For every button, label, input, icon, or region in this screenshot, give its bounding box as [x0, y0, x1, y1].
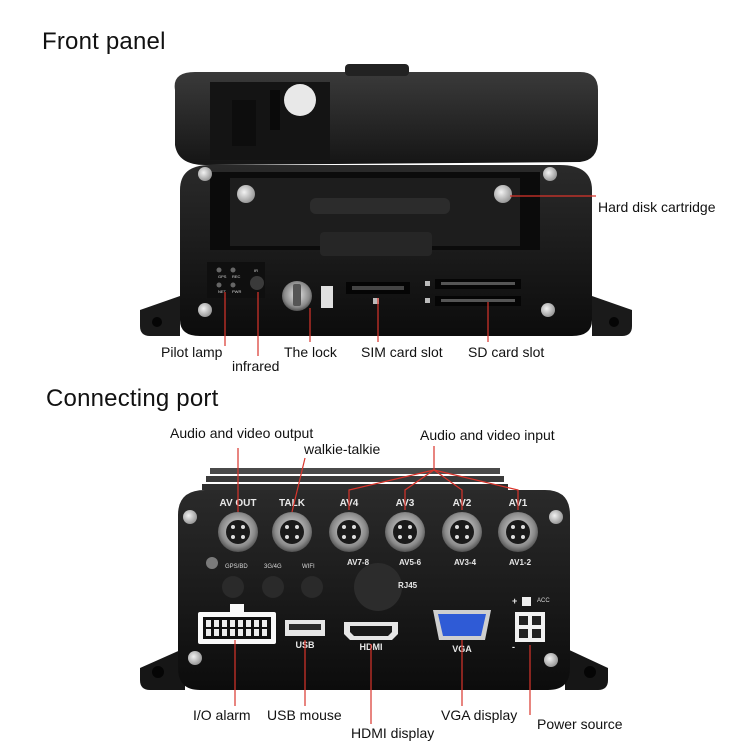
connecting-port-title: Connecting port	[46, 385, 219, 412]
av2-connector[interactable]	[442, 512, 482, 552]
av1-connector[interactable]	[498, 512, 538, 552]
label-minus: -	[512, 642, 515, 652]
label-av56: AV5-6	[399, 558, 422, 567]
label-wifi: WIFI	[302, 564, 315, 570]
callout-hard-disk: Hard disk cartridge	[598, 199, 716, 215]
label-gps-bd: GPS/BD	[225, 564, 248, 570]
ir-label: IR	[254, 268, 258, 273]
callout-hdmi-display: HDMI display	[351, 725, 435, 741]
callout-av-output: Audio and video output	[170, 425, 314, 441]
front-callout-lines	[224, 195, 596, 356]
rear-panel-device: AV OUT TALK AV4 AV3 AV2 AV1 AV7-8 AV5-6 …	[140, 468, 608, 690]
led-label-gps: GPS	[218, 274, 227, 279]
label-plus: +	[512, 596, 517, 606]
callout-sim-slot: SIM card slot	[361, 344, 443, 360]
talk-connector[interactable]	[272, 512, 312, 552]
front-panel-device: GPS REC NET PWR IR	[140, 64, 632, 336]
rear-callout-lines	[234, 446, 531, 724]
callout-io-alarm: I/O alarm	[193, 707, 251, 723]
label-av34: AV3-4	[454, 558, 477, 567]
3g4g-antenna-port[interactable]	[262, 576, 284, 598]
led-label-pwr: PWR	[232, 289, 241, 294]
rj45-port[interactable]	[354, 563, 402, 611]
av4-connector[interactable]	[329, 512, 369, 552]
label-talk: TALK	[279, 498, 306, 509]
av-out-connector[interactable]	[218, 512, 258, 552]
callout-lock: The lock	[284, 344, 337, 360]
callout-power-source: Power source	[537, 716, 623, 732]
callout-walkie-talkie: walkie-talkie	[304, 441, 381, 457]
callout-pilot-lamp: Pilot lamp	[161, 344, 223, 360]
callout-vga-display: VGA display	[441, 707, 518, 723]
callout-infrared: infrared	[232, 358, 280, 374]
infrared-sensor	[250, 276, 264, 290]
callout-av-input: Audio and video input	[420, 427, 555, 443]
label-av78: AV7-8	[347, 558, 370, 567]
label-acc: ACC	[537, 598, 550, 604]
led-label-rec: REC	[232, 274, 241, 279]
label-av12: AV1-2	[509, 558, 532, 567]
led-label-net: NET	[218, 289, 227, 294]
vga-port[interactable]	[438, 614, 486, 636]
callout-sd-slot: SD card slot	[468, 344, 545, 360]
gps-antenna-port[interactable]	[222, 576, 244, 598]
wifi-antenna-port[interactable]	[301, 576, 323, 598]
av3-connector[interactable]	[385, 512, 425, 552]
front-panel-title: Front panel	[42, 28, 166, 55]
label-rj45: RJ45	[398, 581, 418, 590]
label-3g4g: 3G/4G	[264, 564, 282, 570]
callout-usb-mouse: USB mouse	[267, 707, 342, 723]
